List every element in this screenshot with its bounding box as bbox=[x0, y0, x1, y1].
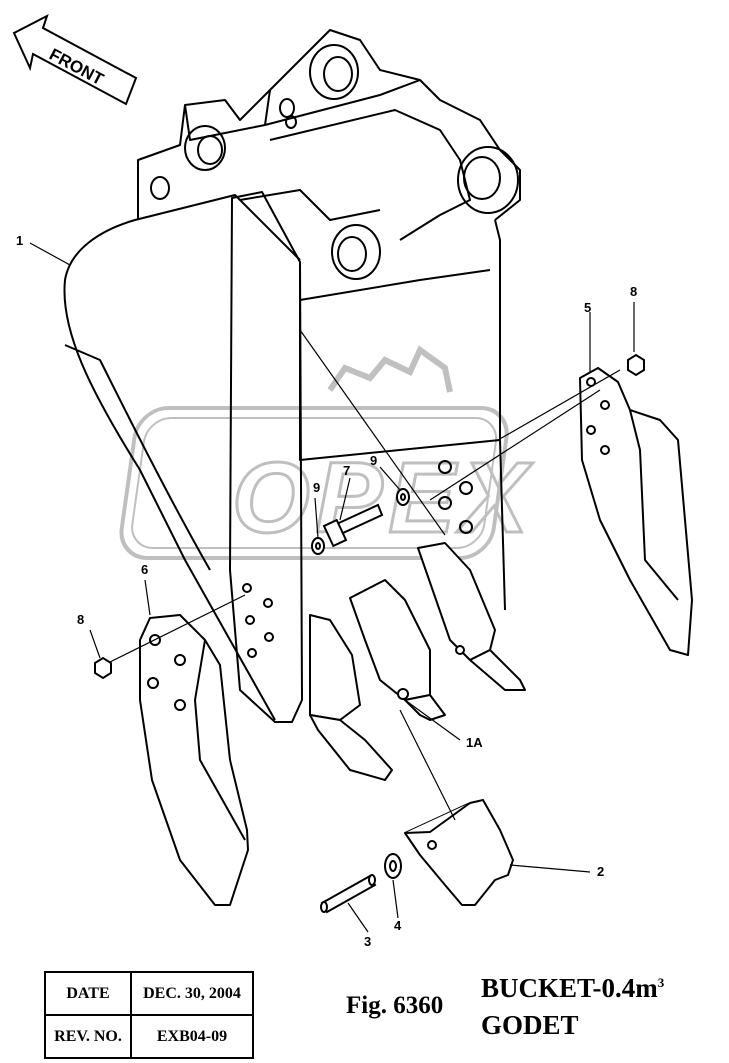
bucket-body bbox=[63, 29, 521, 723]
figure-title-superscript: 3 bbox=[657, 975, 665, 990]
callout-1: 1 bbox=[16, 233, 23, 248]
bucket-teeth bbox=[309, 542, 526, 781]
washer bbox=[384, 853, 402, 879]
callout-2: 2 bbox=[597, 864, 604, 879]
callout-9-top: 9 bbox=[370, 453, 377, 468]
callout-4: 4 bbox=[394, 918, 402, 933]
figure-title-text: BUCKET-0.4m bbox=[481, 973, 658, 1003]
watermark-logo: OPEX bbox=[119, 345, 534, 560]
callout-5: 5 bbox=[584, 300, 591, 315]
callout-7: 7 bbox=[343, 463, 350, 478]
loose-tooth bbox=[404, 799, 514, 906]
callout-1a: 1A bbox=[466, 735, 483, 750]
side-cutter-left bbox=[139, 614, 249, 906]
figure-number: Fig. 6360 bbox=[346, 992, 444, 1019]
callout-8-right: 8 bbox=[630, 284, 637, 299]
date-value: DEC. 30, 2004 bbox=[130, 971, 254, 1016]
revision-table: DATE DEC. 30, 2004 REV. NO. EXB04-09 bbox=[44, 971, 254, 1059]
leader-lines bbox=[29, 242, 635, 933]
date-label: DATE bbox=[44, 971, 132, 1016]
callout-3: 3 bbox=[364, 934, 371, 949]
callout-6: 6 bbox=[141, 562, 148, 577]
fasteners bbox=[94, 353, 645, 680]
front-arrow: FRONT bbox=[12, 13, 138, 106]
figure-title-alt: GODET bbox=[481, 1010, 579, 1040]
callout-8-left: 8 bbox=[77, 612, 84, 627]
rev-label: REV. NO. bbox=[44, 1014, 132, 1059]
callout-9-left: 9 bbox=[313, 480, 320, 495]
figure-title: BUCKET-0.4m3 bbox=[481, 973, 664, 1004]
side-cutter-right bbox=[579, 367, 693, 656]
callout-labels: 1 1A 2 3 4 5 6 7 8 8 9 9 bbox=[16, 233, 637, 949]
watermark-text: OPEX bbox=[232, 442, 534, 554]
tooth-pin bbox=[320, 874, 377, 914]
rev-value: EXB04-09 bbox=[130, 1014, 254, 1059]
